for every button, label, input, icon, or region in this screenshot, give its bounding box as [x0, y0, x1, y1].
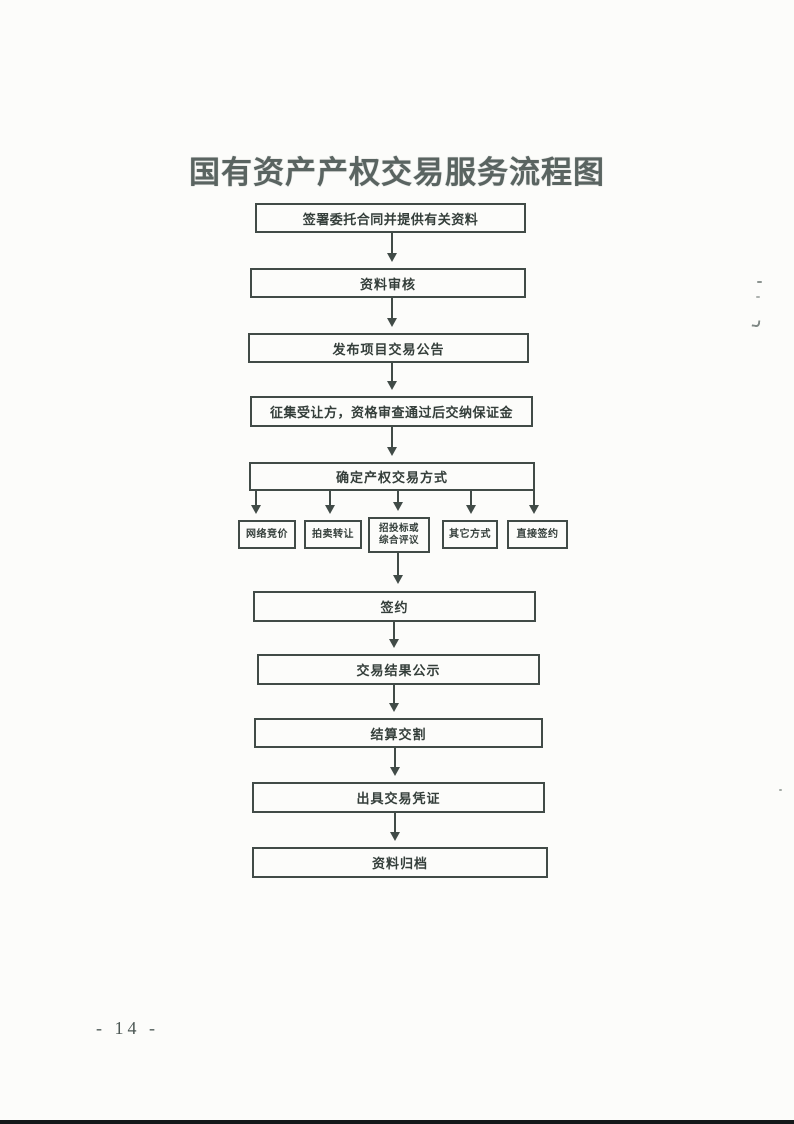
- flow-step-material-review: 资料审核: [250, 268, 526, 298]
- flow-step-determine-method: 确定产权交易方式: [249, 462, 535, 491]
- flow-arrow-down: [529, 491, 539, 514]
- scan-edge-bar: [0, 1120, 794, 1124]
- flow-arrow-down: [390, 813, 400, 841]
- flow-arrow-down: [387, 363, 397, 390]
- flow-step-sign-contract: 签署委托合同并提供有关资料: [255, 203, 526, 233]
- flow-branch-auction-transfer: 拍卖转让: [304, 520, 362, 549]
- page-number: - 14 -: [96, 1018, 159, 1038]
- flow-step-signing: 签约: [253, 591, 536, 622]
- scan-artifact: [779, 789, 782, 791]
- flow-arrow-down: [389, 685, 399, 712]
- flow-step-settlement-delivery: 结算交割: [254, 718, 543, 748]
- scan-artifact: [757, 281, 762, 283]
- flow-step-publish-announcement: 发布项目交易公告: [248, 333, 529, 363]
- flow-step-result-publicity: 交易结果公示: [257, 654, 540, 685]
- flow-branch-bidding-line1: 招投标或: [378, 523, 419, 534]
- flow-arrow-down: [393, 553, 403, 584]
- scan-artifact: [756, 296, 760, 298]
- flow-step-archive-materials: 资料归档: [252, 847, 548, 878]
- flow-step-issue-voucher: 出具交易凭证: [252, 782, 545, 813]
- flow-branch-bidding-or-evaluation: 招投标或 综合评议: [368, 517, 430, 553]
- flow-arrow-down: [251, 491, 261, 514]
- flow-arrow-down: [387, 427, 397, 456]
- flow-arrow-down: [387, 233, 397, 262]
- page-title: 国有资产产权交易服务流程图: [189, 154, 605, 190]
- flow-branch-online-bidding: 网络竞价: [238, 520, 296, 549]
- flow-arrow-down: [466, 491, 476, 514]
- flow-arrow-down: [389, 622, 399, 648]
- flow-arrow-down: [390, 748, 400, 776]
- flow-arrow-down: [387, 298, 397, 327]
- flow-arrow-down: [325, 491, 335, 514]
- flow-arrow-down: [393, 491, 403, 511]
- flow-branch-direct-signing: 直接签约: [507, 520, 568, 549]
- scan-artifact: [751, 319, 761, 328]
- flow-branch-bidding-line2: 综合评议: [378, 536, 419, 546]
- flow-step-collect-transferees: 征集受让方，资格审查通过后交纳保证金: [250, 396, 533, 427]
- flow-branch-other-methods: 其它方式: [442, 520, 498, 549]
